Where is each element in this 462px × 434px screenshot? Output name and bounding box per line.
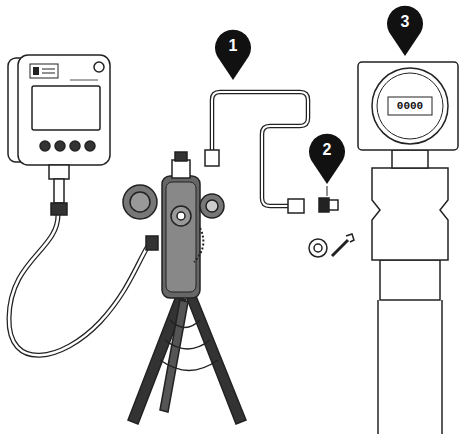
hand-pump (123, 152, 246, 424)
hose-fittings (205, 150, 304, 213)
hand-pump-part (194, 228, 203, 262)
digital-gauge-part (70, 141, 80, 151)
digital-gauge-part (94, 62, 104, 72)
adapter-tools-part (314, 244, 322, 252)
connecting-hose-part (212, 92, 308, 206)
hand-pump-part (162, 176, 200, 298)
pressure-transmitter-part (377, 300, 379, 434)
pressure-transmitter-part (388, 97, 432, 115)
hose-loop-part (9, 215, 148, 355)
connecting-hose (212, 92, 308, 206)
adapter-tools (309, 186, 354, 257)
digital-gauge-part (30, 64, 58, 78)
pressure-transmitter (358, 62, 458, 434)
digital-gauge-part (49, 165, 69, 179)
callout-number: 3 (386, 4, 424, 40)
hand-pump-part (160, 360, 218, 371)
hand-pump-part (130, 192, 150, 212)
hand-pump-part (165, 340, 210, 349)
pressure-transmitter-part (377, 73, 443, 139)
digital-gauge-part (51, 203, 67, 215)
display-digits: 0000 (389, 99, 431, 113)
hand-pump-part (160, 300, 188, 412)
hand-pump-part (177, 212, 185, 220)
hand-pump-part (166, 182, 196, 292)
adapter-tools-part (309, 239, 327, 257)
digital-gauge-part (55, 141, 65, 151)
hand-pump-part (200, 194, 224, 218)
hose-fittings-part (205, 150, 219, 166)
callout-number: 1 (214, 28, 252, 64)
digital-gauge-part (42, 73, 55, 74)
adapter-tools-part (329, 200, 338, 210)
pressure-transmitter-part (358, 62, 458, 150)
digital-gauge (8, 55, 110, 215)
callout-marker: 1 (214, 28, 252, 80)
pressure-transmitter-part (441, 300, 443, 434)
hand-pump-part (123, 185, 157, 219)
pressure-transmitter-part (372, 168, 448, 260)
hose-fittings-part (288, 199, 304, 213)
digital-gauge-part (18, 55, 110, 165)
hand-pump-part (175, 152, 187, 161)
hand-pump-part (186, 296, 246, 424)
adapter-tools-part (327, 186, 328, 196)
adapter-tools-part (319, 198, 329, 212)
digital-gauge-part (32, 86, 100, 130)
hand-pump-part (172, 160, 190, 178)
hand-pump-part (171, 206, 191, 226)
digital-gauge-part (54, 179, 64, 203)
pressure-transmitter-part (392, 150, 428, 168)
hose-loop-part (9, 215, 148, 355)
hand-pump-part (146, 236, 158, 250)
callout-marker: 2 (308, 132, 346, 184)
digital-gauge-part (42, 69, 55, 70)
hose-loop (9, 215, 148, 355)
digital-gauge-part (40, 141, 50, 151)
pressure-transmitter-part (380, 260, 440, 300)
callout-number: 2 (308, 132, 346, 168)
callout-marker: 3 (386, 4, 424, 56)
adapter-tools-part (332, 240, 348, 256)
adapter-tools-part (346, 234, 354, 242)
hand-pump-part (170, 320, 200, 328)
digital-gauge-part (70, 80, 98, 81)
pressure-transmitter-part (372, 68, 448, 144)
hand-pump-part (206, 200, 218, 212)
connecting-hose-part (212, 92, 308, 206)
digital-gauge-part (85, 141, 95, 151)
digital-gauge-part (33, 67, 39, 75)
